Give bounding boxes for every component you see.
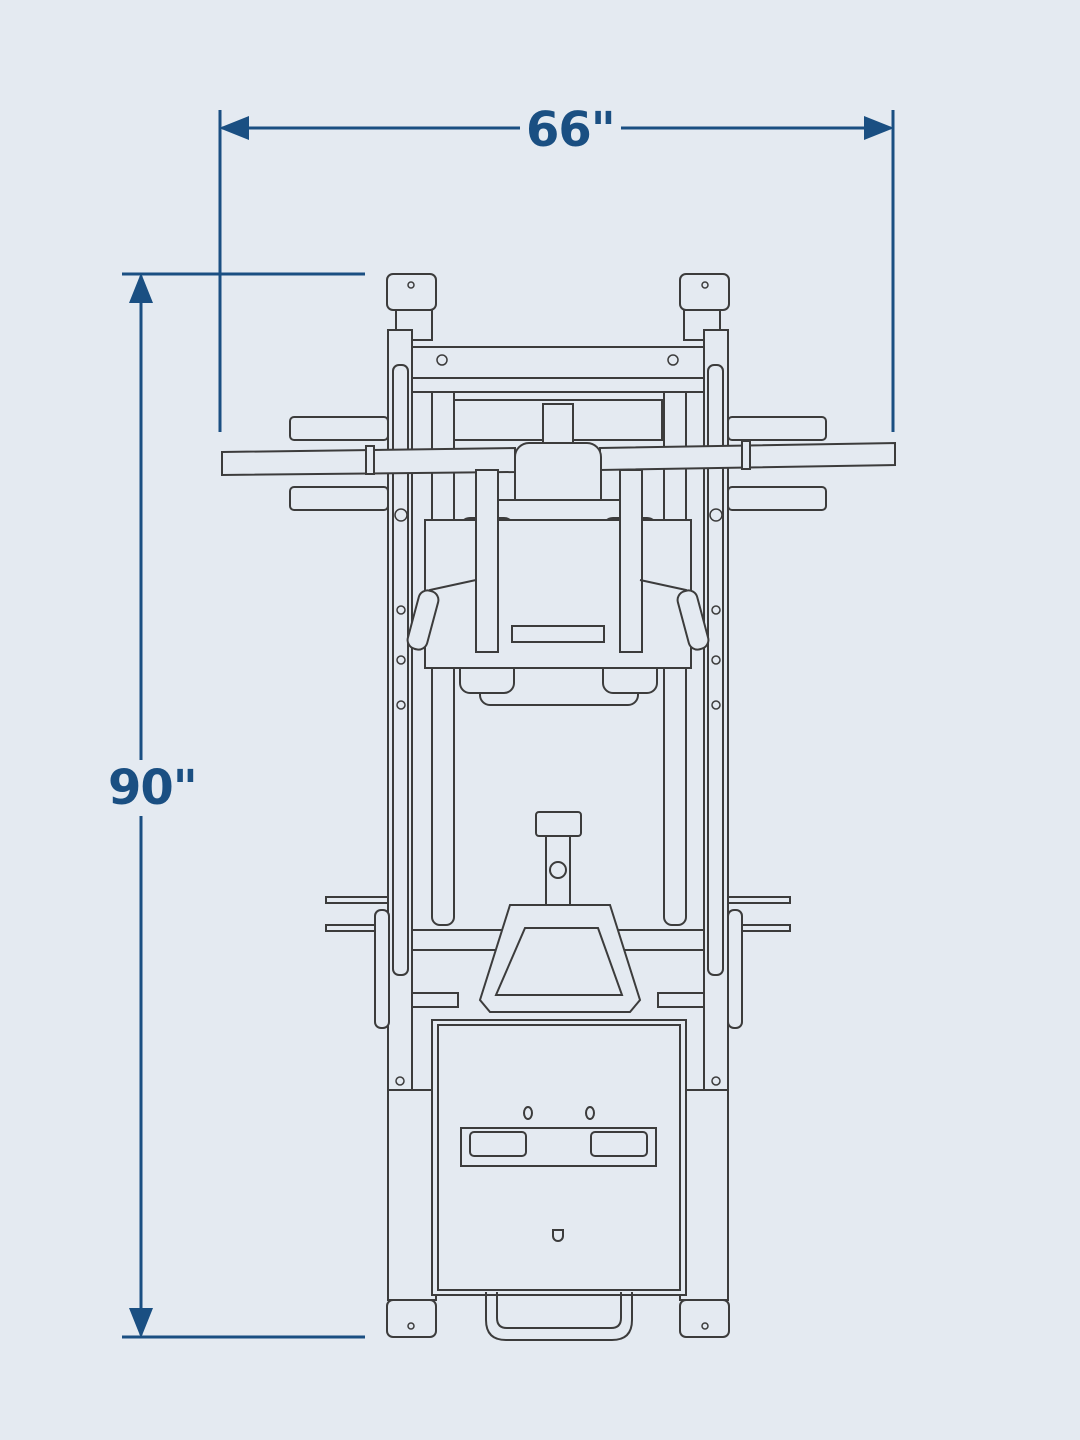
width-label: 66" <box>520 106 621 154</box>
height-label: 90" <box>108 760 198 816</box>
bolt-holes <box>394 281 723 1330</box>
leg-press-machine <box>221 273 896 1341</box>
